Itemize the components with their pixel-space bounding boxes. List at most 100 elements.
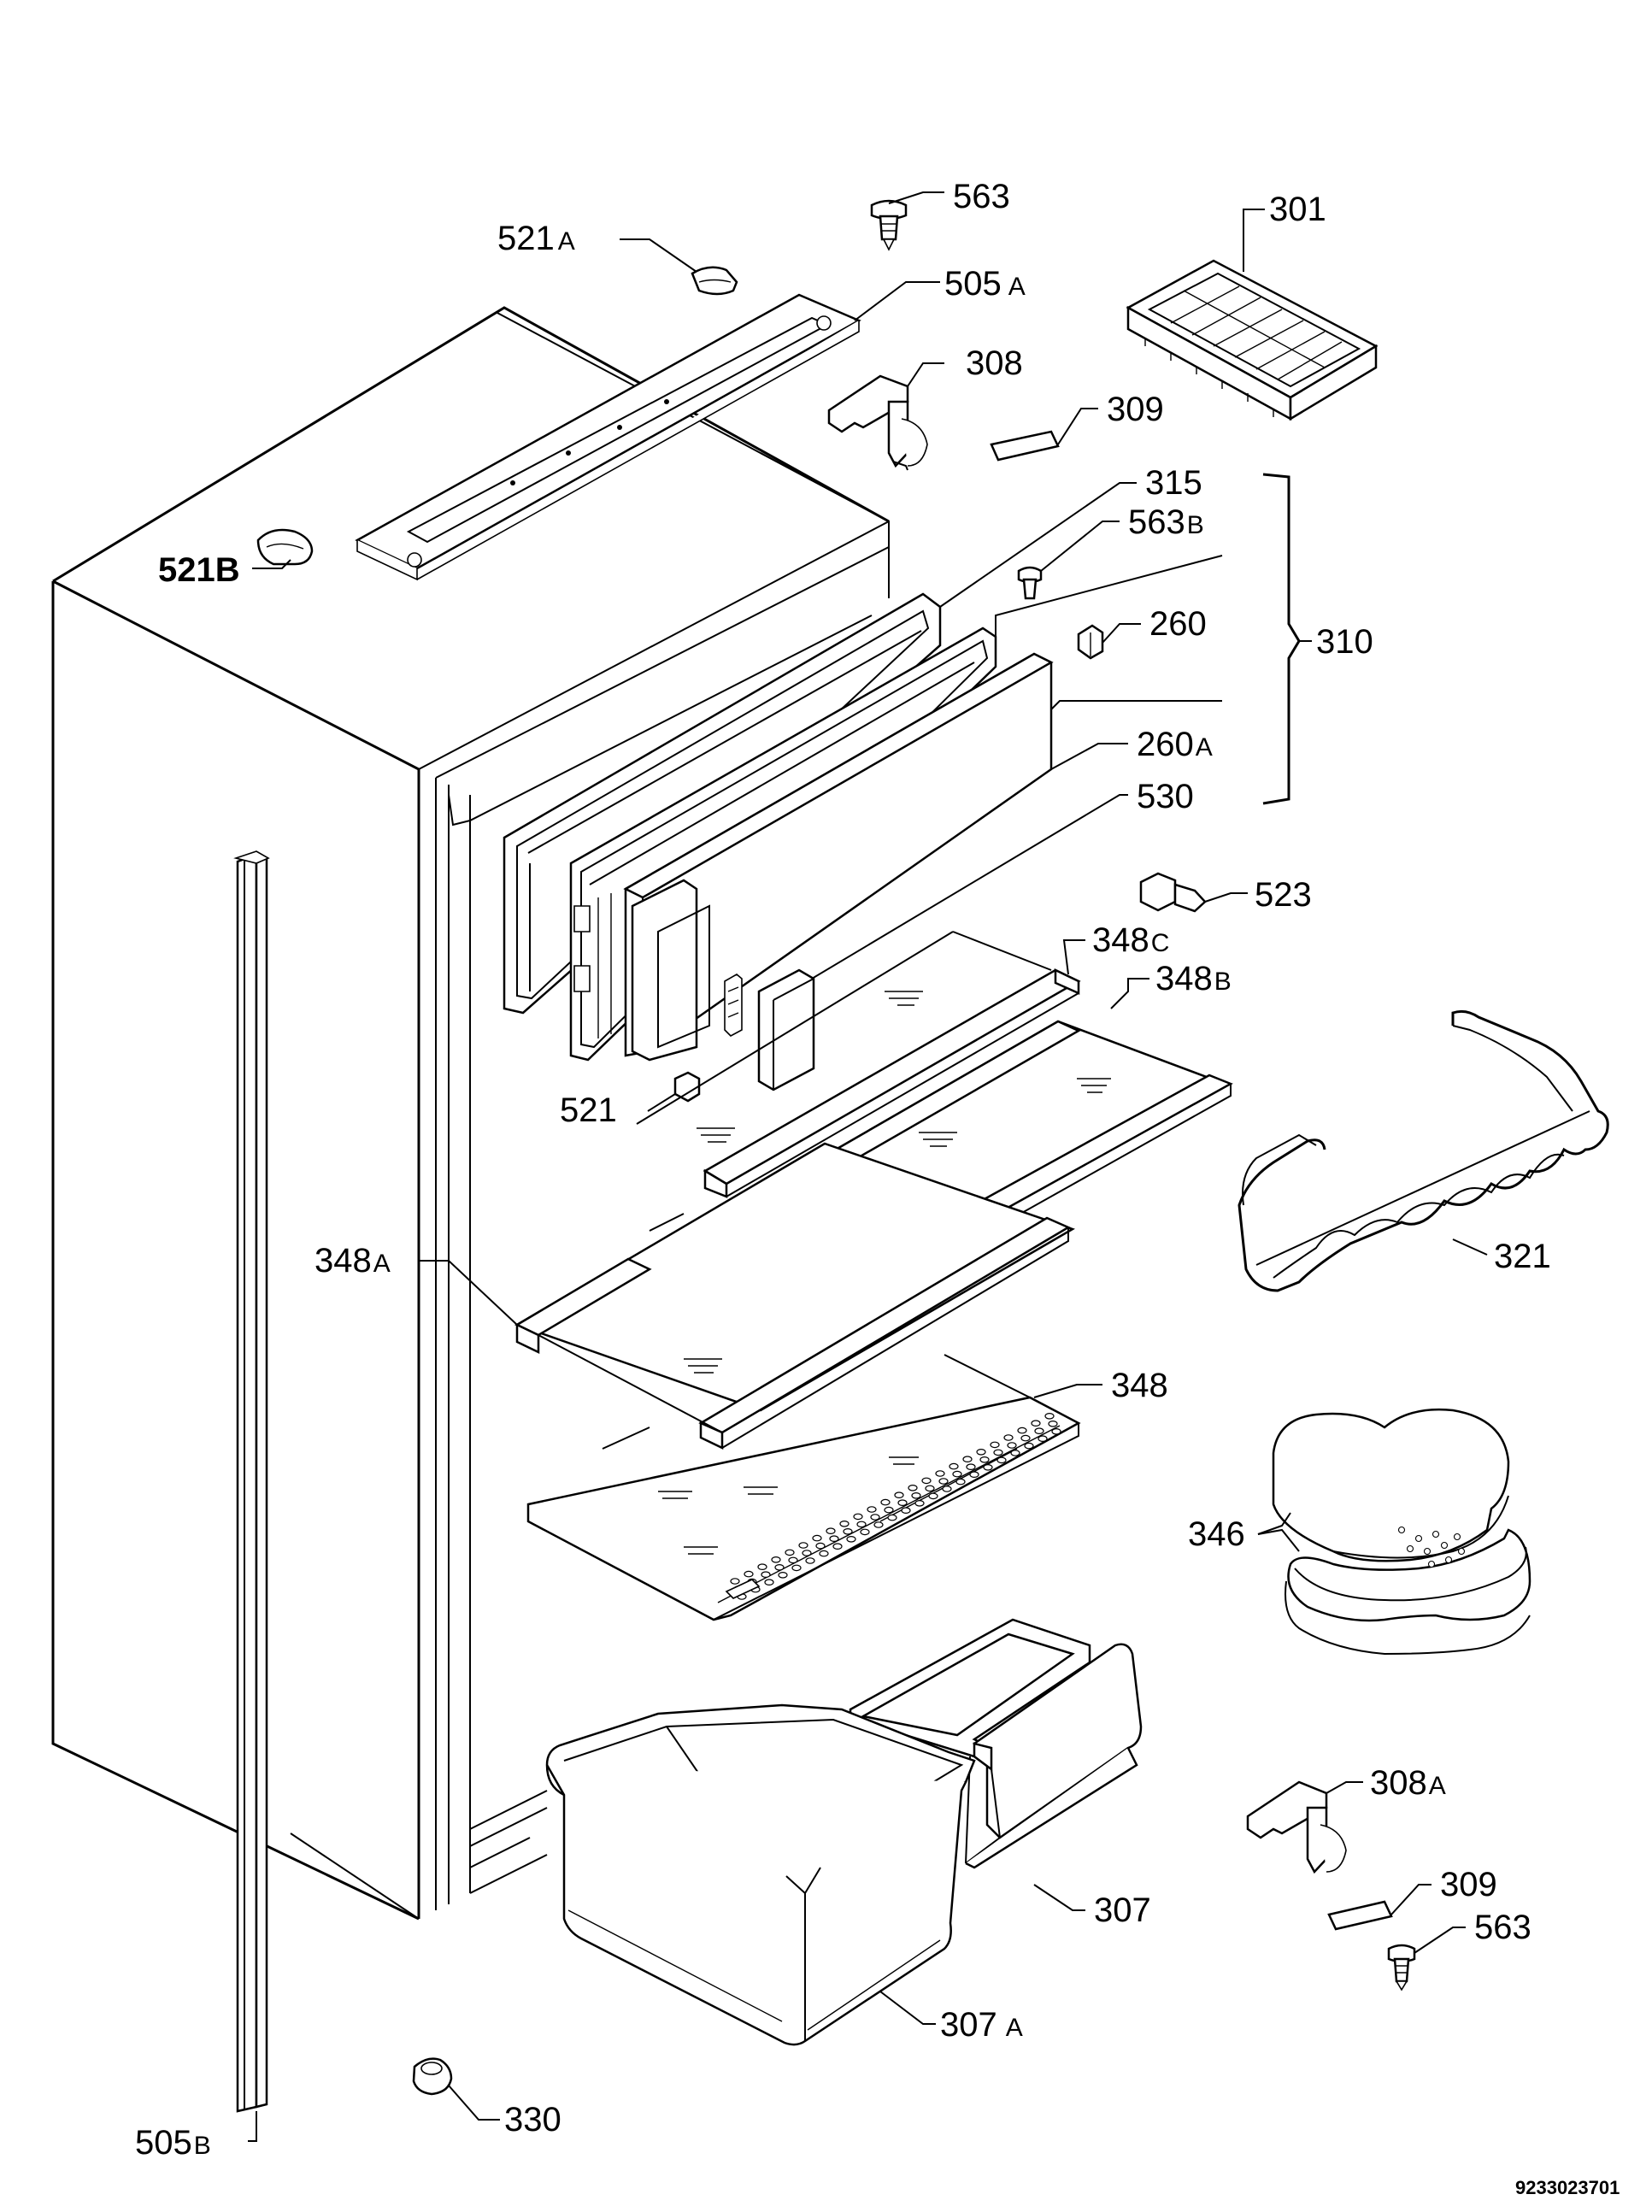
- shelf-hole: [938, 1478, 949, 1485]
- screw-563-top: [870, 199, 908, 251]
- shelf-hole: [867, 1506, 877, 1513]
- callout-321: 321: [1494, 1238, 1551, 1275]
- shelf-hole: [1044, 1413, 1055, 1420]
- shelf-hole: [1024, 1442, 1034, 1450]
- shelf-hole: [815, 1542, 826, 1550]
- shelf-hole: [1007, 1442, 1017, 1449]
- shelf-hole: [925, 1485, 935, 1492]
- top-cover-505a: [355, 293, 861, 581]
- callout-523: 523: [1255, 876, 1312, 914]
- egg-tray-hole: [1397, 1526, 1406, 1534]
- shelf-hole: [798, 1542, 808, 1549]
- shelf-hole: [819, 1550, 829, 1557]
- callout-309-bottom: 309: [1440, 1866, 1497, 1903]
- clip-260: [1077, 624, 1104, 660]
- shelf-hole: [1038, 1435, 1048, 1443]
- cap-521a: [691, 266, 738, 296]
- callout-310: 310: [1316, 623, 1373, 661]
- shelf-hole: [979, 1456, 990, 1463]
- shelf-hole: [788, 1556, 798, 1564]
- shelf-hole: [764, 1579, 774, 1586]
- shelf-hole: [1020, 1434, 1031, 1442]
- callout-308a: 308A: [1370, 1764, 1446, 1802]
- shelf-hole: [966, 1463, 976, 1471]
- shelf-hole: [873, 1521, 884, 1528]
- shelf-hole: [805, 1557, 815, 1564]
- shelf-hole: [778, 1572, 788, 1579]
- callout-260a: 260A: [1137, 726, 1213, 763]
- shelf-hole: [785, 1549, 795, 1556]
- shelf-hole: [996, 1456, 1007, 1464]
- callout-346: 346: [1188, 1515, 1245, 1553]
- callout-348c: 348C: [1092, 921, 1169, 959]
- callout-348b: 348B: [1155, 960, 1232, 997]
- door-bin-307: [849, 1618, 1143, 1869]
- shelf-hole: [853, 1513, 863, 1521]
- shelf-hole: [935, 1470, 945, 1477]
- shelf-hole: [993, 1449, 1003, 1456]
- shelf-hole: [744, 1570, 754, 1578]
- egg-tray-hole: [1432, 1530, 1440, 1538]
- shelf-hole: [791, 1564, 802, 1572]
- callout-521b: 521B: [158, 551, 240, 589]
- shelf-hole: [1031, 1420, 1041, 1427]
- shelf-hole: [839, 1521, 850, 1527]
- shelf-hole: [870, 1514, 880, 1521]
- shelf-hole: [846, 1536, 856, 1543]
- shelf-hole: [812, 1534, 822, 1542]
- shelf-hole: [1017, 1427, 1027, 1434]
- ice-tray-301: [1126, 259, 1379, 421]
- shelf-hole: [990, 1441, 1000, 1449]
- shelf-hole: [860, 1528, 870, 1536]
- screw-563b: [1017, 566, 1043, 600]
- shelf-hole: [730, 1578, 740, 1585]
- glass-shelf-348: [526, 1354, 1081, 1621]
- callout-348: 348: [1111, 1367, 1168, 1404]
- foot-330: [412, 2057, 453, 2096]
- shelf-hole: [761, 1571, 771, 1579]
- callout-521: 521: [560, 1091, 617, 1129]
- egg-tray-hole: [1414, 1534, 1423, 1543]
- shelf-hole: [1003, 1434, 1014, 1441]
- door-panel-260a: [623, 652, 1054, 1062]
- screw-563-bottom: [1387, 1944, 1416, 1991]
- shelf-hole: [908, 1485, 918, 1491]
- shelf-hole: [942, 1485, 952, 1492]
- shelf-hole: [894, 1491, 904, 1499]
- shelf-hole: [774, 1564, 785, 1571]
- label-309-top: [990, 430, 1060, 462]
- callout-348a: 348A: [315, 1242, 391, 1280]
- shelf-348a: [514, 1142, 1075, 1450]
- shelf-hole: [887, 1514, 897, 1521]
- cap-521b: [256, 528, 314, 566]
- trim-strip-505b: [233, 850, 270, 2113]
- shelf-hole: [843, 1528, 853, 1535]
- callout-315: 315: [1145, 464, 1202, 502]
- egg-tray-hole: [1457, 1547, 1466, 1556]
- shelf-hole: [884, 1506, 894, 1514]
- shelf-hole: [914, 1500, 925, 1507]
- shelf-hole: [880, 1498, 891, 1506]
- shelf-hole: [1010, 1450, 1020, 1456]
- bracket-310: [1262, 473, 1301, 805]
- shelf-hole: [856, 1521, 867, 1528]
- callout-563b: 563B: [1128, 503, 1204, 541]
- door-bin-307a: [545, 1703, 976, 2046]
- shelf-hole: [826, 1527, 836, 1535]
- callout-307: 307: [1094, 1891, 1151, 1929]
- callout-563-bottom: 563: [1474, 1909, 1531, 1946]
- egg-tray-hole: [1406, 1544, 1414, 1553]
- bottle-rack-321: [1238, 1009, 1609, 1292]
- shelf-348c: [636, 931, 1081, 1198]
- shelf-hole: [969, 1471, 979, 1479]
- shelf-hole: [901, 1507, 911, 1515]
- callout-308: 308: [966, 344, 1023, 382]
- cap-521: [673, 1071, 701, 1103]
- egg-tray-hole: [1440, 1541, 1449, 1550]
- callout-563: 563: [953, 178, 1010, 215]
